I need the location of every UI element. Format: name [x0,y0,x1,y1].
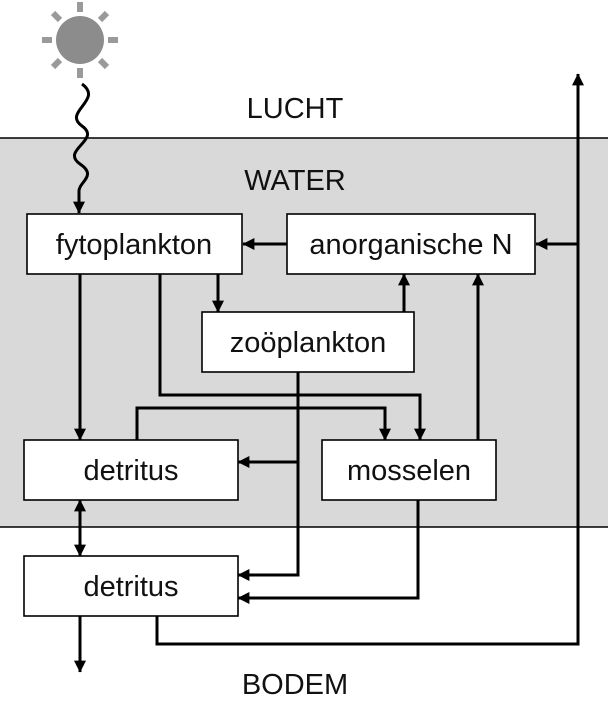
arrow-phytoplankton-to-mussels [158,274,426,441]
zone-label-water: WATER [244,165,346,197]
node-label-detritus-water: detritus [83,455,178,487]
node-label-phytoplankton: fytoplankton [56,229,212,261]
zone-label-soil: BODEM [242,669,348,701]
node-label-detritus-soil: detritus [83,571,178,603]
node-label-zooplankton: zoöplankton [230,327,386,359]
arrow-mussels-to-detritus-soil [237,500,420,604]
sun-icon [42,2,118,78]
arrow-detritus-water-to-mussels [135,406,391,441]
arrow-zooplankton-to-detritus-soil [237,372,300,581]
arrow-detritus-soil-to-air [155,73,584,646]
sunlight-arrow [72,82,91,214]
node-mussels: mosselen [321,439,497,501]
node-detritus-water: detritus [23,439,239,501]
node-label-inorganic-n: anorganische N [309,229,512,261]
node-label-mussels: mosselen [347,455,471,487]
node-phytoplankton: fytoplankton [26,213,243,275]
node-zooplankton: zoöplankton [201,311,415,373]
zone-label-air: LUCHT [247,93,344,125]
node-detritus-soil: detritus [23,555,239,617]
node-inorganic-n: anorganische N [286,213,536,275]
